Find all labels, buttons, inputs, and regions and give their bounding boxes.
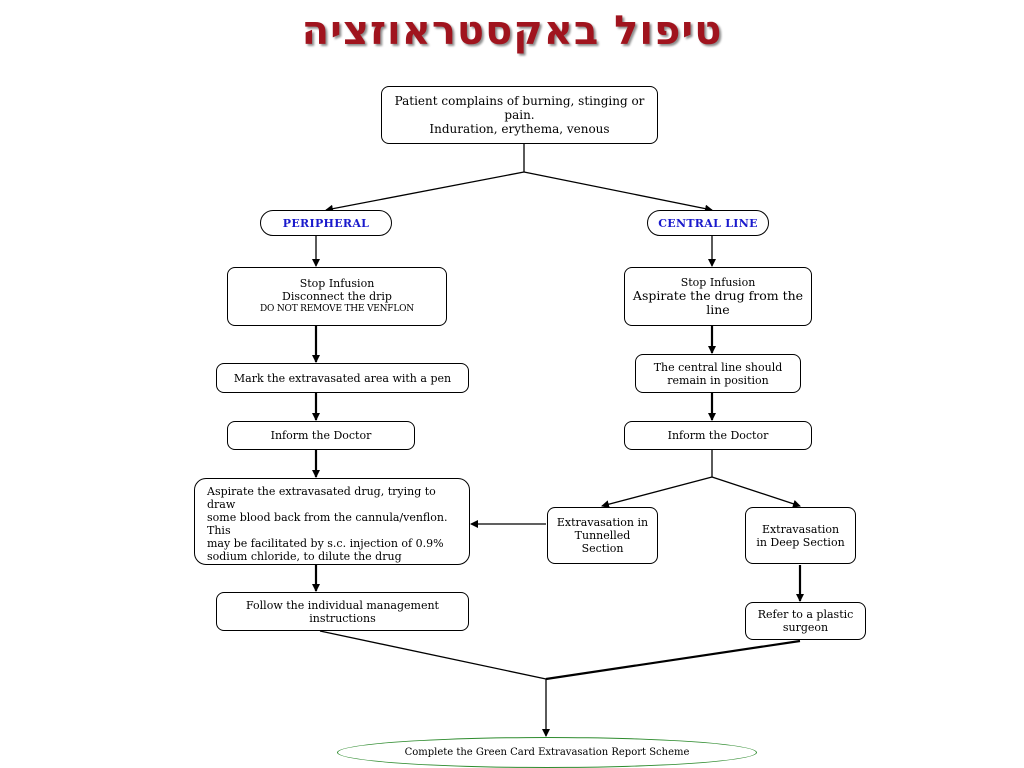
connector-follow-to-merge	[319, 630, 547, 680]
aspirate-line-1: Aspirate the extravasated drug, trying t…	[207, 485, 436, 511]
follow-instructions-box: Follow the individual management instruc…	[216, 592, 469, 631]
follow-line-1: Follow the individual management	[246, 598, 439, 612]
tunnelled-section-box: Extravasation in Tunnelled Section	[547, 507, 658, 564]
remain-line-1: The central line should	[653, 360, 783, 374]
arrow-to-central	[523, 171, 713, 213]
refer-surgeon-box: Refer to a plastic surgeon	[745, 602, 866, 640]
central-stop-infusion-box: Stop Infusion Aspirate the drug from the…	[624, 267, 812, 326]
peripheral-stop-infusion-box: Stop Infusion Disconnect the drip DO NOT…	[227, 267, 447, 326]
symptoms-line-1: Patient complains of burning, stinging o…	[394, 94, 645, 108]
deep-line-1: Extravasation	[761, 522, 840, 536]
aspirate-line-4: sodium chloride, to dilute the drug	[207, 550, 402, 563]
tunnelled-line-2: Tunnelled	[574, 529, 631, 542]
central-remain-box: The central line should remain in positi…	[635, 354, 801, 393]
arrow-to-tunnelled	[601, 476, 713, 509]
peripheral-stop-line-1: Stop Infusion	[299, 277, 375, 290]
peripheral-stop-line-2: Disconnect the drip	[282, 290, 392, 303]
symptoms-line-3: Induration, erythema, venous	[429, 122, 610, 136]
remain-line-2: remain in position	[667, 373, 769, 387]
refer-line-2: surgeon	[782, 621, 829, 634]
symptoms-line-2: pain.	[504, 108, 535, 122]
deep-section-box: Extravasation in Deep Section	[745, 507, 856, 564]
peripheral-label: PERIPHERAL	[260, 210, 392, 236]
central-inform-doctor-box: Inform the Doctor	[624, 421, 812, 450]
arrow-to-deep	[711, 476, 801, 508]
aspirate-drug-box: Aspirate the extravasated drug, trying t…	[194, 478, 470, 565]
deep-line-2: in Deep Section	[756, 535, 845, 549]
mark-area-box: Mark the extravasated area with a pen	[216, 363, 469, 393]
tunnelled-line-1: Extravasation in	[556, 516, 649, 529]
follow-line-2: instructions	[309, 611, 376, 625]
central-stop-line-2: Aspirate the drug from the	[632, 288, 804, 303]
connector-refer-to-merge	[545, 639, 801, 681]
peripheral-stop-line-3: DO NOT REMOVE THE VENFLON	[260, 304, 414, 314]
aspirate-line-3: may be facilitated by s.c. injection of …	[207, 537, 444, 550]
page-title: טיפול באקסטראוזציה	[301, 8, 723, 54]
central-stop-line-3: line	[706, 302, 730, 317]
central-stop-line-1: Stop Infusion	[680, 276, 756, 289]
aspirate-line-2: some blood back from the cannula/venflon…	[207, 511, 448, 537]
refer-line-1: Refer to a plastic	[757, 608, 854, 621]
tunnelled-line-3: Section	[581, 542, 624, 555]
central-line-label: CENTRAL LINE	[647, 210, 769, 236]
arrow-to-peripheral	[325, 171, 525, 213]
symptoms-box: Patient complains of burning, stinging o…	[381, 86, 658, 144]
peripheral-inform-doctor-box: Inform the Doctor	[227, 421, 415, 450]
green-card-report-oval: Complete the Green Card Extravasation Re…	[337, 737, 757, 768]
